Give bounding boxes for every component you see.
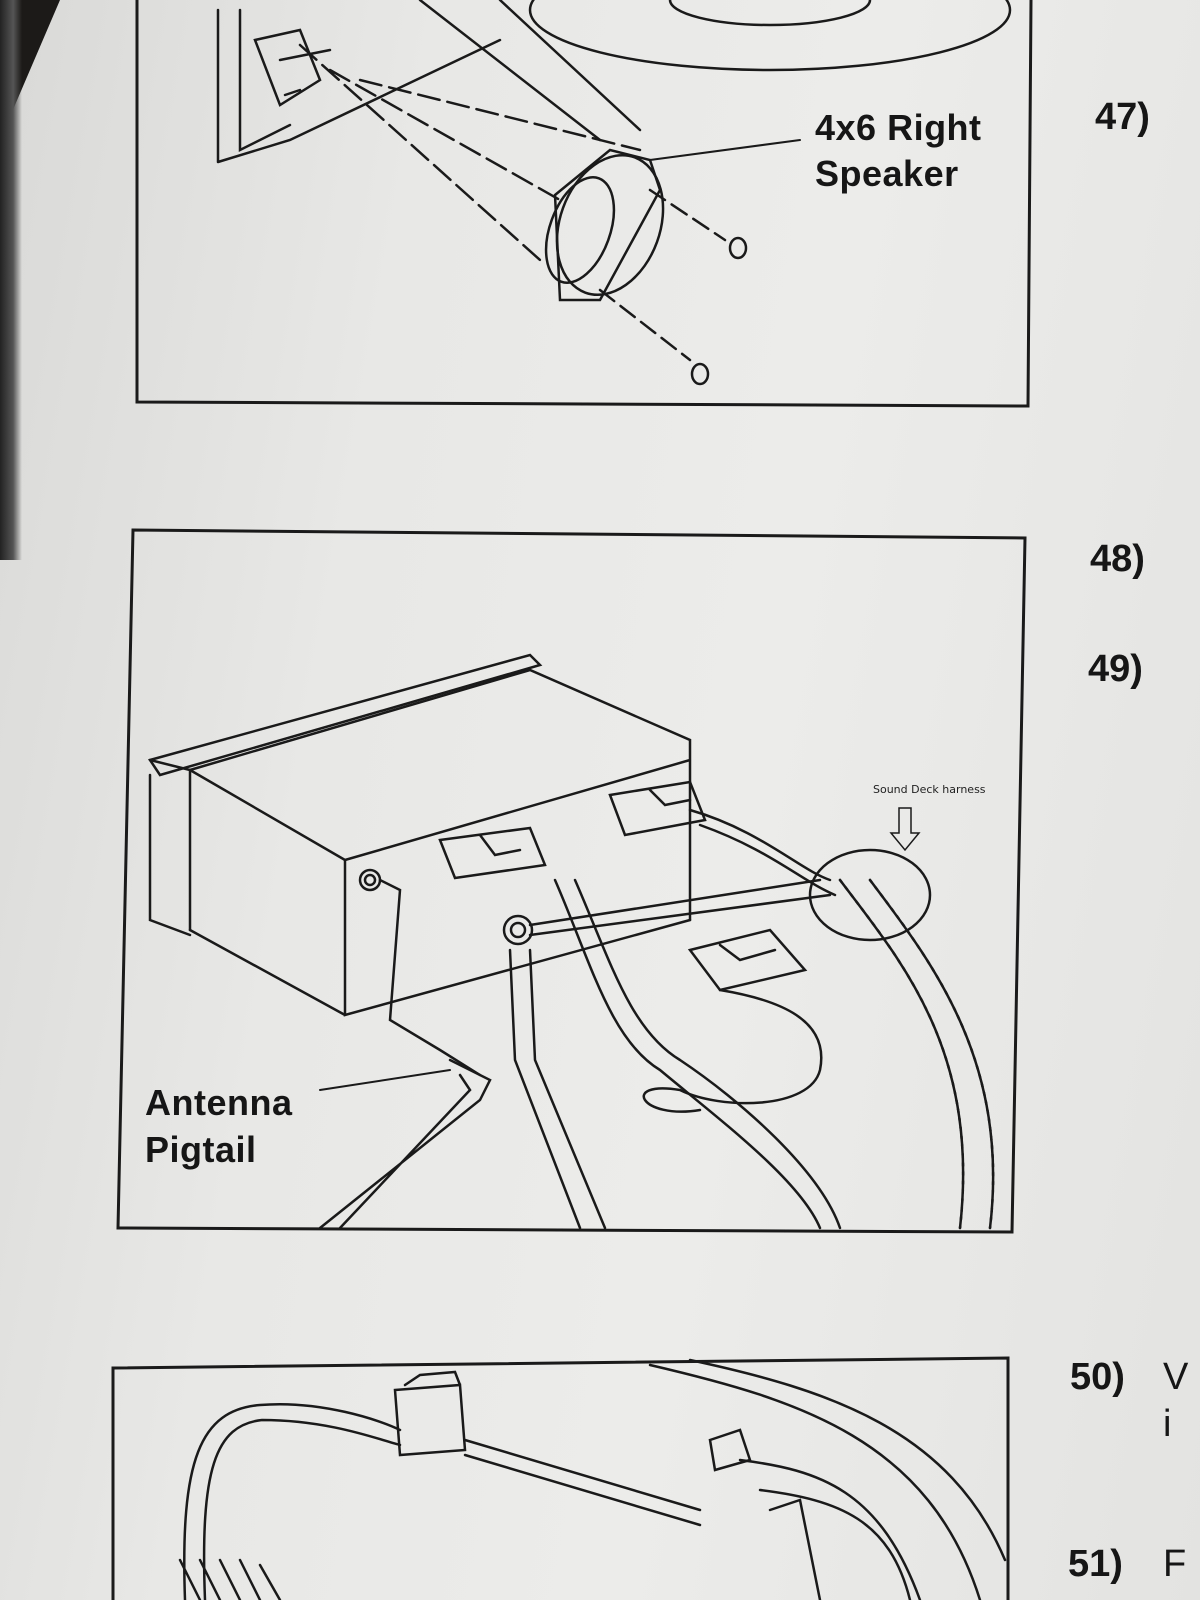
step-number-47: 47) [1095, 96, 1150, 138]
step-number-49: 49) [1088, 648, 1143, 690]
down-arrow-icon [889, 807, 921, 852]
speaker-label-line2: Speaker [815, 153, 959, 194]
wiring-diagram [111, 1356, 1010, 1600]
speaker-label-line1: 4x6 Right [815, 107, 982, 148]
sound-deck-harness-annotation: Sound Deck harness [873, 783, 986, 796]
step-text-50-line2: i [1163, 1403, 1172, 1445]
step-text-51: F [1163, 1543, 1187, 1585]
antenna-label-line1: Antenna [145, 1082, 293, 1123]
photo-shadow-edge [0, 0, 22, 560]
antenna-label-line2: Pigtail [145, 1129, 257, 1170]
speaker-diagram [135, 0, 1033, 408]
step-number-50: 50) [1070, 1356, 1125, 1398]
step-text-50: V [1163, 1356, 1189, 1398]
head-unit-diagram [116, 528, 1027, 1234]
step-number-48: 48) [1090, 538, 1145, 580]
step-number-51: 51) [1068, 1543, 1123, 1585]
